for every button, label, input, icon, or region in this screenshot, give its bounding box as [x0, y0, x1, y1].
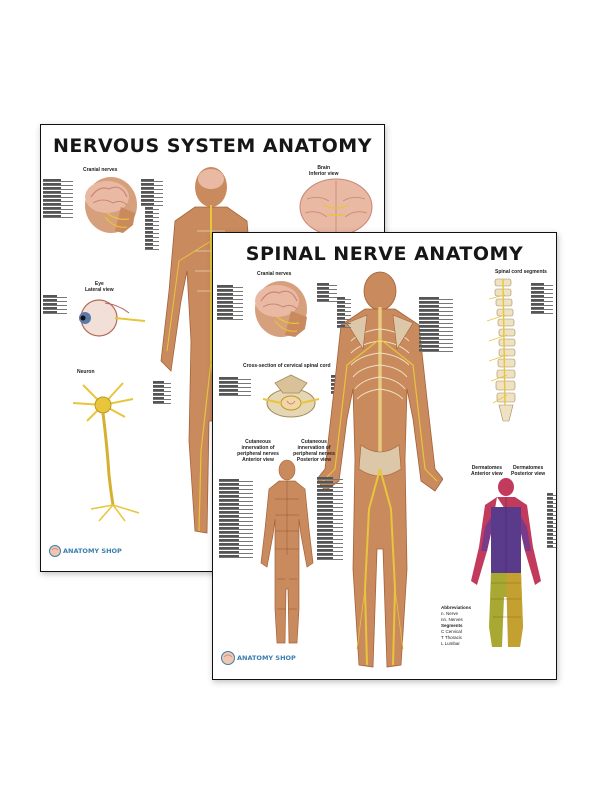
cranial-nerves-label: Cranial nerves [83, 167, 118, 173]
legend-heading: Abbreviations [441, 605, 472, 610]
brain-view: Inferior view [309, 171, 339, 177]
dermatomes-posterior-title: Dermatomes [512, 465, 544, 471]
dermatomes-anterior-label: Dermatomes Anterior view [471, 465, 503, 477]
brain-title: Brain [317, 165, 331, 171]
dermatomes-posterior-label: Dermatomes Posterior view [511, 465, 545, 477]
spinal-nerve-poster: SPINAL NERVE ANATOMY Cranial nerves Cros… [212, 232, 557, 680]
cranial-label-lines-right [317, 283, 337, 302]
cutaneous-anterior-title: Cutaneous innervation of peripheral nerv… [237, 439, 279, 457]
eye-view: Lateral view [85, 287, 114, 293]
dermatome-body-illustration [471, 478, 541, 647]
cross-section-label: Cross-section of cervical spinal cord [243, 363, 331, 369]
legend-item: T Thoracic [441, 635, 463, 640]
abbreviations-legend: Abbreviations n. Nerve nn. Nerves Segmen… [441, 605, 471, 647]
eye-illustration [79, 299, 146, 337]
head-cranial-illustration [255, 281, 307, 337]
dermatomes-anterior-view: Anterior view [471, 471, 503, 477]
neuron-label-lines [153, 381, 171, 404]
cutaneous-posterior-view: Posterior view [296, 457, 332, 463]
brand-name: ANATOMY SHOP [63, 546, 122, 555]
cutaneous-body-illustration [260, 459, 314, 644]
body-label-lines-left [145, 203, 159, 250]
cutaneous-posterior-title: Cutaneous innervation of peripheral nerv… [293, 439, 335, 457]
neuron-label: Neuron [77, 369, 95, 375]
brain-label: Brain Inferior view [309, 165, 338, 177]
eye-title: Eye [94, 281, 104, 287]
brain-inferior-illustration [299, 178, 373, 236]
neuron-illustration [72, 382, 140, 522]
cutaneous-label-lines-left [219, 479, 253, 558]
poster-title: NERVOUS SYSTEM ANATOMY [53, 135, 372, 157]
eye-label-lines-left [43, 295, 67, 314]
cranial-nerves-label: Cranial nerves [257, 271, 292, 277]
legend-heading-segments: Segments [441, 623, 463, 628]
brand-head-icon [221, 651, 235, 665]
eye-label: Eye Lateral view [85, 281, 114, 293]
legend-item: L Lumbar [441, 641, 460, 646]
dermatomes-posterior-view: Posterior view [511, 471, 546, 477]
spinal-cross-section-illustration [262, 374, 320, 418]
dermatome-label-lines [547, 493, 556, 548]
spinal-segments-label: Spinal cord segments [495, 269, 547, 275]
legend-item: nn. Nerves [441, 617, 463, 622]
dermatomes-anterior-title: Dermatomes [471, 465, 502, 471]
cross-label-lines-left [219, 377, 251, 396]
head-cranial-illustration [85, 177, 137, 233]
brand-name: ANATOMY SHOP [237, 653, 296, 662]
cutaneous-anterior-view: Anterior view [242, 457, 274, 463]
cutaneous-posterior-label: Cutaneous innervation of peripheral nerv… [289, 439, 339, 463]
body-label-lines-right [419, 297, 453, 352]
cutaneous-label-lines-right [317, 477, 343, 560]
posterior-body-illustration [317, 271, 443, 668]
cutaneous-anterior-label: Cutaneous innervation of peripheral nerv… [233, 439, 283, 463]
brand-logo: ANATOMY SHOP [221, 651, 296, 665]
brand-head-icon [49, 545, 61, 557]
poster-title: SPINAL NERVE ANATOMY [245, 243, 524, 265]
brand-logo: ANATOMY SHOP [49, 545, 122, 557]
body-label-lines-left [337, 297, 351, 328]
legend-item: n. Nerve [441, 611, 459, 616]
spinal-column-illustration [486, 278, 516, 422]
segment-label-lines [531, 283, 553, 314]
cranial-label-lines-left [217, 285, 243, 320]
legend-item: C Cervical [441, 629, 462, 634]
cranial-label-lines-left [43, 179, 73, 218]
